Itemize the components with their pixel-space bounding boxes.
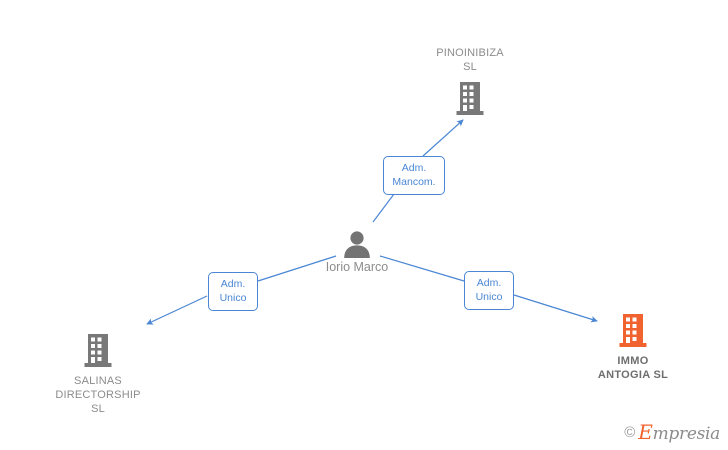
relation-chip-adm-unico-immo[interactable]: Adm. Unico — [464, 271, 514, 310]
company-node-salinas-directorship[interactable]: SALINAS DIRECTORSHIP SL — [18, 332, 178, 416]
building-icon — [453, 80, 487, 116]
relation-chip-adm-unico-salinas[interactable]: Adm. Unico — [208, 272, 258, 311]
company-label-pinoinibiza: PINOINIBIZA SL — [436, 47, 504, 73]
edge-person-to-pinoinibiza-upper — [422, 119, 464, 157]
company-label-salinas-directorship: SALINAS DIRECTORSHIP SL — [55, 375, 141, 415]
brand-rest: mpresia — [652, 424, 721, 444]
company-label-immo-antogia: IMMO ANTOGIA SL — [597, 355, 669, 381]
empresia-watermark: © Empresia — [624, 422, 720, 443]
building-icon — [81, 332, 115, 368]
edge-person-to-salinas-lower — [146, 295, 208, 325]
copyright-icon: © — [624, 424, 636, 441]
relation-chip-adm-mancom[interactable]: Adm. Mancom. — [383, 156, 445, 195]
building-icon — [616, 312, 650, 348]
brand-wordmark: Empresia — [638, 422, 720, 443]
person-icon — [340, 230, 374, 258]
person-name-label: Iorio Marco — [325, 260, 389, 274]
company-node-immo-antogia[interactable]: IMMO ANTOGIA SL — [553, 312, 713, 382]
brand-initial: E — [638, 420, 653, 444]
company-node-pinoinibiza[interactable]: PINOINIBIZA SL — [390, 46, 550, 116]
person-node-iorio-marco[interactable]: Iorio Marco — [277, 230, 437, 274]
